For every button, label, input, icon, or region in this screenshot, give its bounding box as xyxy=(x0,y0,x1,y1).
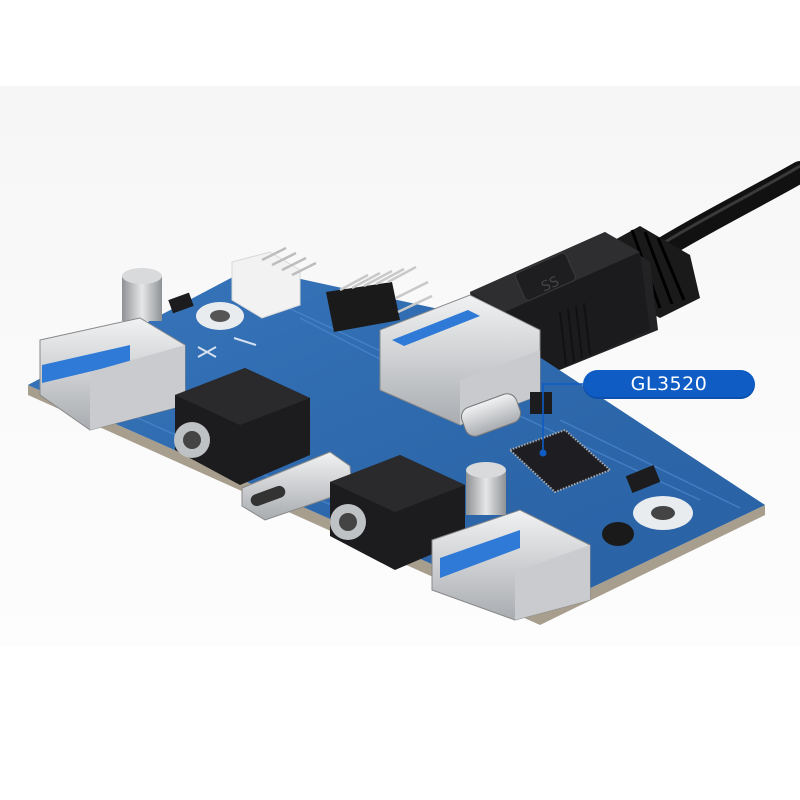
chip-label-callout: GL3520 xyxy=(583,370,755,399)
pin-header xyxy=(326,265,433,332)
svg-text:SS: SS xyxy=(539,273,562,295)
mounting-hole-right xyxy=(633,496,693,530)
usb-cable: SS xyxy=(470,161,800,378)
usb-a-port-left xyxy=(39,317,186,431)
capacitor-right xyxy=(466,462,506,515)
callout-leader-line xyxy=(539,383,584,457)
usb-a-port-right xyxy=(431,509,591,621)
mounting-hole-left xyxy=(196,302,244,330)
capacitor-left xyxy=(122,268,162,321)
crystal-oscillator xyxy=(460,393,522,437)
audio-jack-right xyxy=(330,455,465,570)
power-connector xyxy=(231,246,317,319)
audio-jack-left xyxy=(174,368,310,485)
hub-controller-chip xyxy=(508,428,612,494)
